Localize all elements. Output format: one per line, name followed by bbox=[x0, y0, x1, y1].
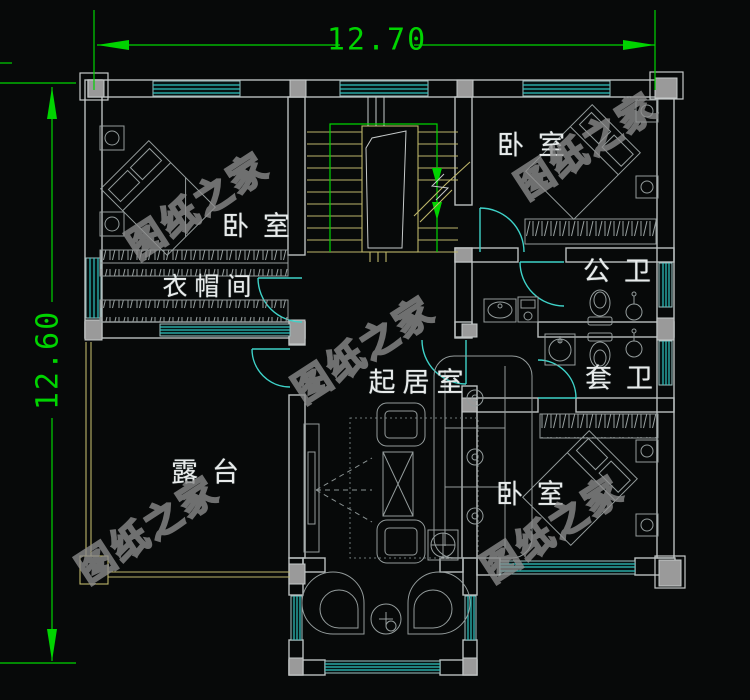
door-bedroom2 bbox=[479, 207, 525, 253]
door-public-bath bbox=[519, 261, 565, 307]
toilet-public-bath bbox=[587, 289, 613, 326]
window-left-wall bbox=[85, 257, 102, 319]
bed-bedroom3 bbox=[522, 430, 638, 546]
dimension-height: 12.60 bbox=[30, 309, 66, 411]
toilet-ensuite-bath bbox=[587, 332, 613, 369]
room-label-bedroom-bottom-right: 卧室 bbox=[496, 479, 578, 510]
terrace-parapet bbox=[79, 342, 290, 585]
coffee-table bbox=[382, 451, 414, 517]
doors bbox=[251, 207, 577, 399]
room-label-cloakroom: 衣帽间 bbox=[162, 274, 259, 301]
nightstands-bedroom1 bbox=[99, 125, 125, 237]
room-label-bedroom-top-right: 卧室 bbox=[497, 130, 579, 161]
windows bbox=[85, 80, 673, 674]
wardrobe-bedroom2 bbox=[524, 218, 657, 245]
washer-public-bath bbox=[517, 296, 539, 323]
nightstands-bedroom3 bbox=[635, 439, 659, 537]
window-top-left bbox=[152, 80, 241, 97]
window-ensuite-bath bbox=[658, 340, 673, 386]
furniture bbox=[99, 99, 659, 635]
side-table bbox=[427, 529, 459, 561]
living-rug bbox=[349, 417, 479, 559]
shower-public-bath bbox=[625, 291, 643, 321]
washbasin-corridor bbox=[483, 298, 517, 323]
room-label-bedroom-top-left: 卧室 bbox=[222, 211, 304, 242]
window-top-center bbox=[339, 80, 429, 97]
window-bay-right bbox=[464, 595, 477, 641]
room-label-terrace: 露台 bbox=[171, 457, 253, 488]
window-bedroom3-south bbox=[499, 560, 636, 575]
door-terrace bbox=[251, 348, 291, 388]
room-label-public-bathroom: 公卫 bbox=[583, 256, 665, 287]
window-public-bath bbox=[658, 262, 673, 308]
dimension-lines bbox=[0, 10, 656, 664]
armchair-bottom bbox=[376, 519, 426, 564]
armchair-top bbox=[376, 402, 426, 447]
washbasin-ensuite-bath bbox=[544, 333, 576, 366]
bed-bedroom2 bbox=[525, 104, 641, 220]
window-bay-bottom bbox=[324, 660, 441, 674]
nightstands-bedroom2 bbox=[635, 99, 659, 199]
room-label-living-room: 起居室 bbox=[368, 367, 471, 398]
fan-chair-left bbox=[301, 571, 365, 635]
columns bbox=[79, 71, 686, 676]
tv-cabinet bbox=[303, 423, 373, 553]
sofa bbox=[433, 355, 533, 559]
bay-round-table bbox=[370, 603, 402, 635]
staircase bbox=[307, 97, 471, 262]
stair-break-line bbox=[413, 161, 471, 223]
window-cloakroom-south bbox=[159, 323, 291, 337]
window-top-right bbox=[522, 80, 611, 97]
bed-bedroom1 bbox=[100, 140, 216, 256]
window-bay-left bbox=[290, 595, 303, 641]
fan-chair-right bbox=[407, 571, 471, 635]
room-label-ensuite-bathroom: 套卫 bbox=[585, 363, 667, 394]
wardrobe-cloakroom bbox=[99, 249, 289, 323]
dimension-width: 12.70 bbox=[326, 22, 428, 58]
wardrobe-bedroom3 bbox=[539, 413, 659, 439]
shower-ensuite-bath bbox=[625, 328, 643, 358]
